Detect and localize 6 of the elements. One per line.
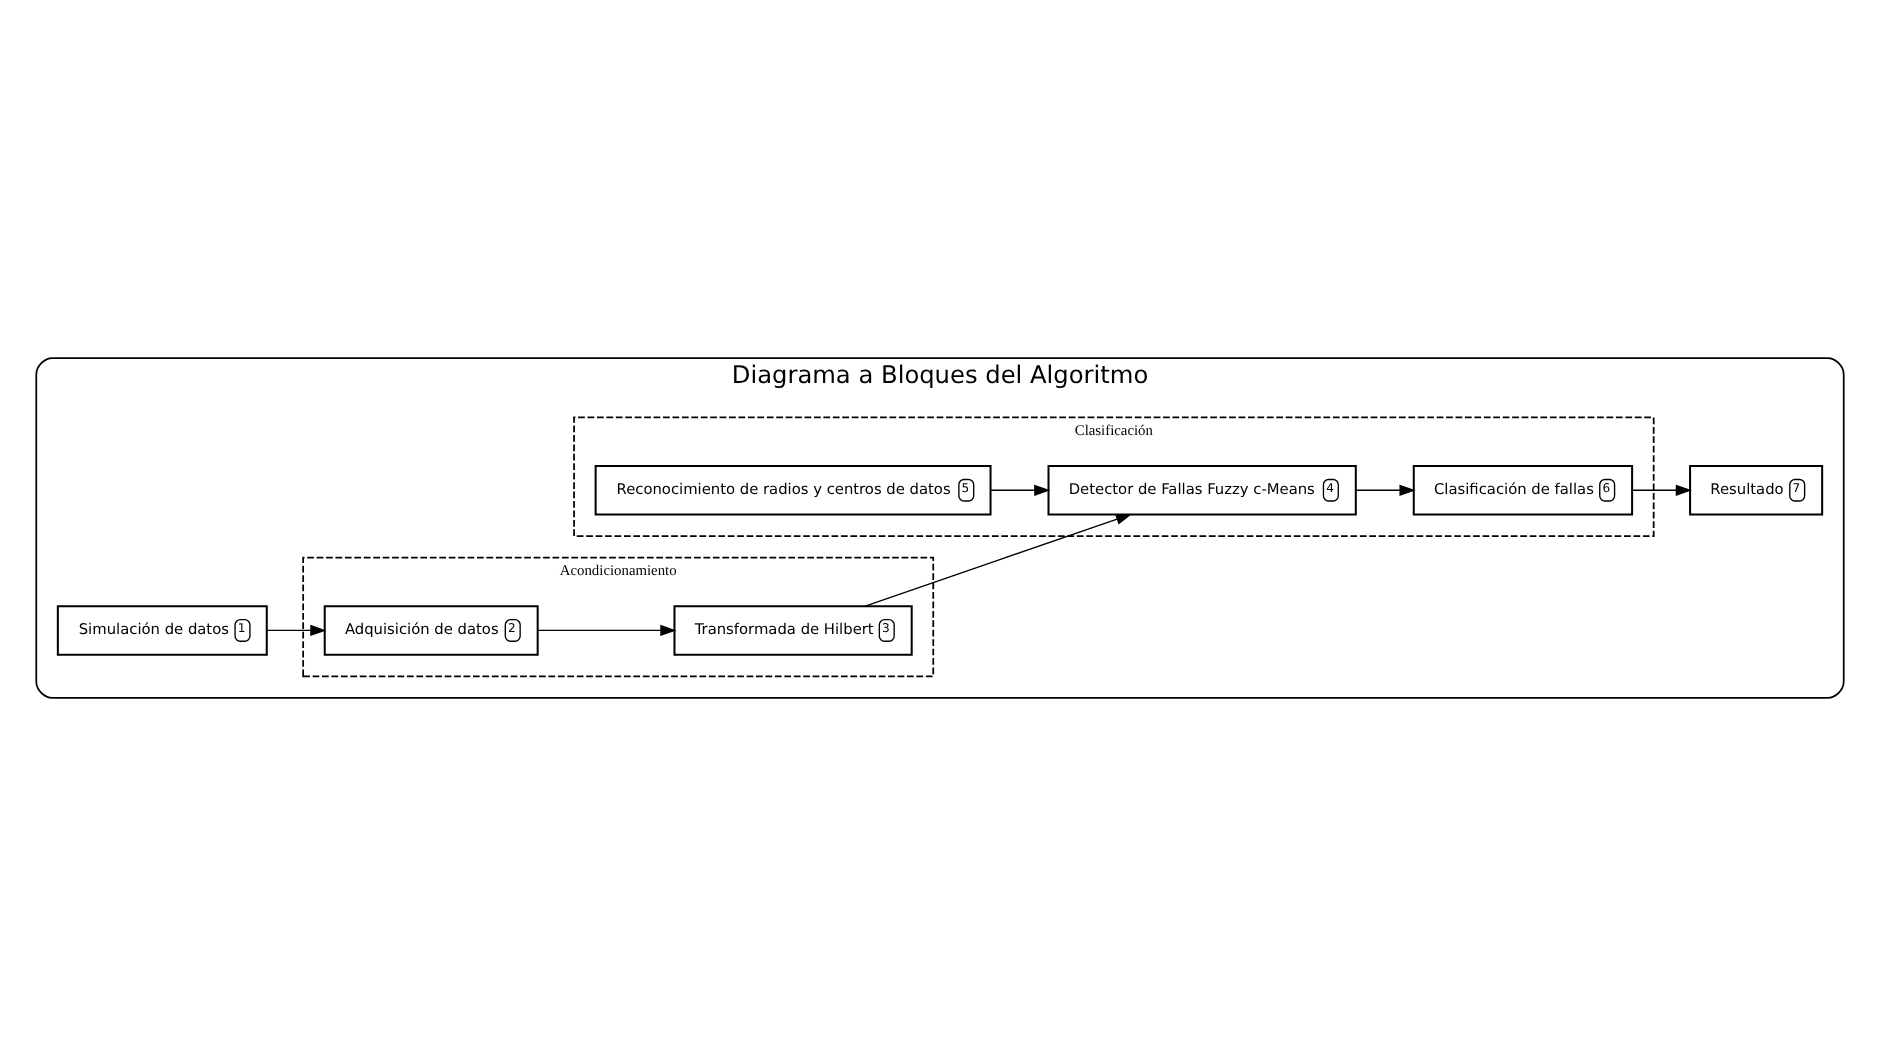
arrow <box>864 512 1133 606</box>
arrow <box>990 483 1051 495</box>
arrow <box>537 623 677 636</box>
arrow <box>1355 483 1416 495</box>
arrow <box>266 623 327 636</box>
arrow <box>1631 483 1692 495</box>
